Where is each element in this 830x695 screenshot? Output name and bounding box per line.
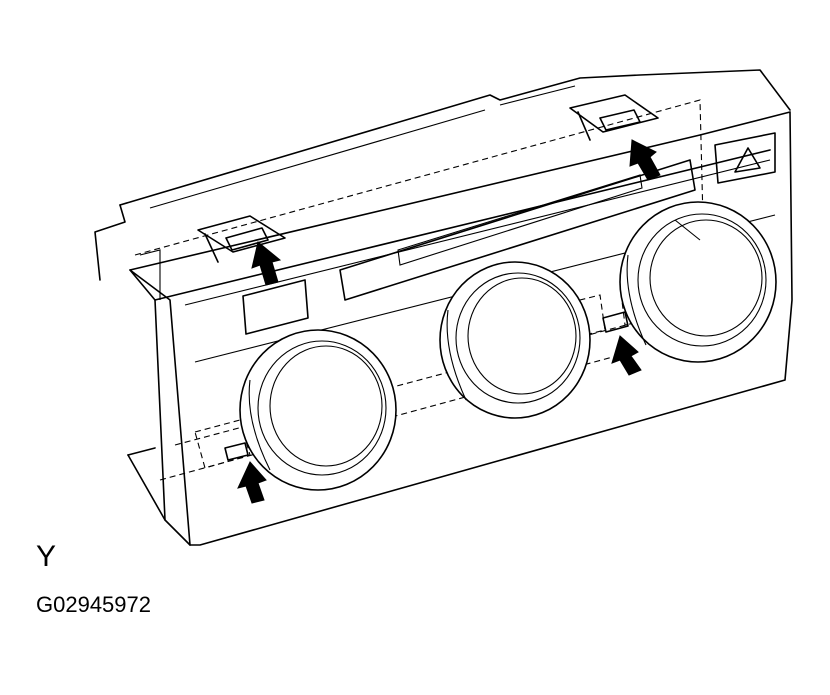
knob-right <box>619 201 777 363</box>
rear-housing <box>94 69 791 281</box>
clip-top-right <box>569 94 659 141</box>
display-window <box>339 159 696 301</box>
push-arrow-icon <box>237 461 267 504</box>
push-arrow-icon <box>611 335 642 376</box>
clip-lower-right <box>602 311 629 333</box>
knob-center <box>439 261 591 419</box>
figure-code: G02945972 <box>36 592 151 617</box>
clip-lower-left <box>224 442 249 461</box>
push-arrow-icon <box>251 241 282 286</box>
knob-left <box>239 329 397 491</box>
warning-triangle-icon <box>734 147 761 173</box>
push-arrow-icon <box>629 139 661 181</box>
view-label: Y <box>36 540 57 573</box>
hazard-switch <box>714 132 776 184</box>
button-square-left <box>242 279 309 335</box>
clip-top-left <box>197 215 286 263</box>
